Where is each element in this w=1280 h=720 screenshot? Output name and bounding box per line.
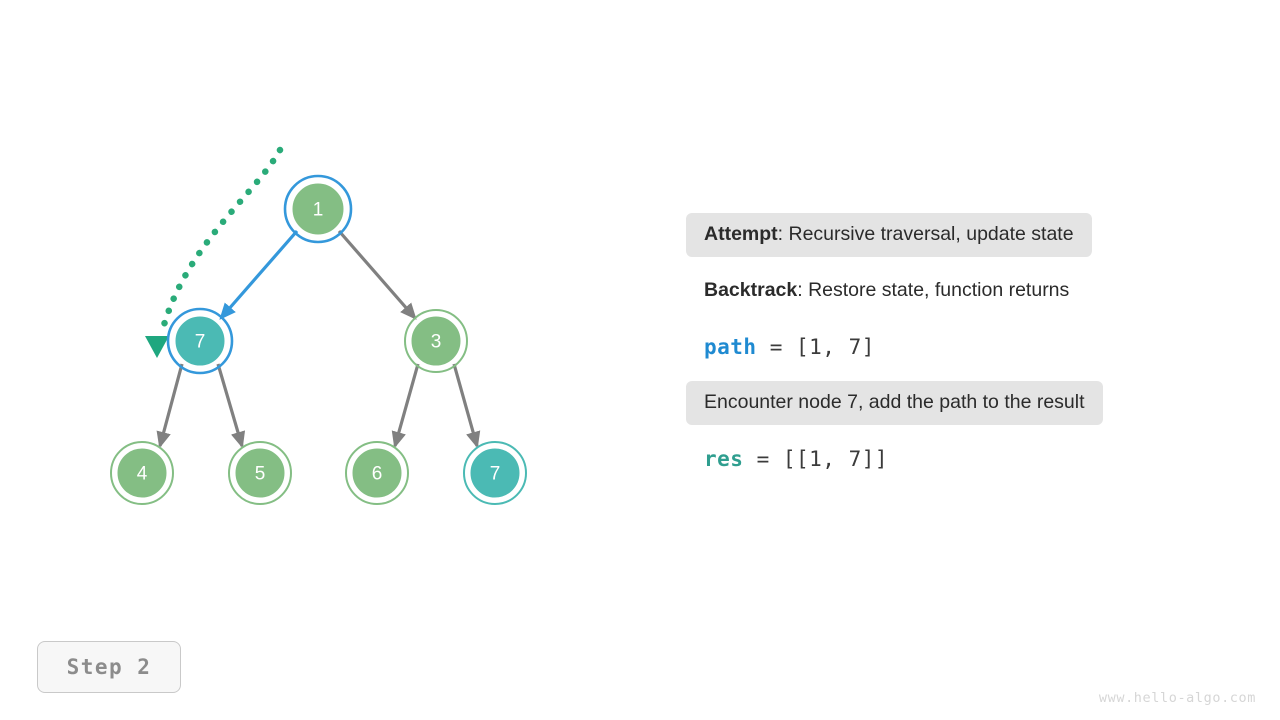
path-value: = [1, 7] bbox=[756, 335, 875, 359]
edge-3-to-7 bbox=[452, 363, 481, 449]
res-value: = [[1, 7]] bbox=[743, 447, 889, 471]
node-3-label: 3 bbox=[431, 332, 442, 353]
code-row-res: res = [[1, 7]] bbox=[686, 437, 1206, 481]
node-1-label: 1 bbox=[313, 200, 324, 221]
node-5-fill bbox=[232, 445, 288, 501]
node-1-active-ring bbox=[283, 174, 353, 244]
node-7-right-ring bbox=[463, 441, 527, 505]
tree-edges bbox=[156, 229, 481, 449]
backtrack-description: : Restore state, function returns bbox=[797, 279, 1070, 302]
node-4-ring bbox=[110, 441, 174, 505]
node-4-label: 4 bbox=[137, 464, 148, 485]
node-5-label: 5 bbox=[255, 464, 266, 485]
backtrack-text: Backtrack: Restore state, function retur… bbox=[704, 281, 1069, 301]
node-5-ring bbox=[228, 441, 292, 505]
code-row-path: path = [1, 7] bbox=[686, 325, 1206, 369]
node-6-label: 6 bbox=[372, 464, 383, 485]
attempt-label: Attempt bbox=[704, 223, 778, 246]
recursion-trail-dotted bbox=[158, 146, 284, 336]
res-variable-name: res bbox=[704, 447, 744, 471]
attempt-description: : Recursive traversal, update state bbox=[777, 223, 1074, 246]
explanation-panel: Attempt: Recursive traversal, update sta… bbox=[686, 213, 1206, 493]
edge-1-to-3 bbox=[337, 229, 417, 320]
node-3-fill bbox=[408, 313, 464, 369]
explain-row-backtrack: Backtrack: Restore state, function retur… bbox=[686, 269, 1087, 313]
node-7-left-fill bbox=[172, 313, 228, 369]
current-position-triangle-icon bbox=[145, 336, 169, 358]
node-6-ring bbox=[345, 441, 409, 505]
node-7-left-label: 7 bbox=[195, 332, 206, 353]
node-6-fill bbox=[349, 445, 405, 501]
tree-svg-canvas: 1 7 3 4 bbox=[110, 146, 527, 505]
tree-node-3[interactable]: 3 bbox=[404, 309, 468, 373]
binary-tree-diagram: 1 7 3 4 bbox=[110, 146, 527, 505]
tree-nodes: 1 7 3 4 bbox=[110, 174, 527, 505]
node-3-ring bbox=[404, 309, 468, 373]
site-watermark: www.hello-algo.com bbox=[1098, 690, 1256, 706]
explain-row-encounter: Encounter node 7, add the path to the re… bbox=[686, 381, 1103, 425]
edge-1-to-7 bbox=[219, 229, 299, 320]
node-7-right-label: 7 bbox=[490, 464, 501, 485]
encounter-text: Encounter node 7, add the path to the re… bbox=[704, 391, 1085, 414]
tree-node-1[interactable]: 1 bbox=[283, 174, 353, 244]
step-badge: Step 2 bbox=[37, 641, 181, 693]
tree-node-7-right[interactable]: 7 bbox=[463, 441, 527, 505]
tree-node-7-left[interactable]: 7 bbox=[166, 307, 234, 375]
backtrack-label: Backtrack bbox=[704, 279, 798, 302]
explain-row-attempt: Attempt: Recursive traversal, update sta… bbox=[686, 213, 1092, 257]
attempt-text: Attempt: Recursive traversal, update sta… bbox=[704, 225, 1074, 245]
node-7-right-fill bbox=[467, 445, 523, 501]
node-4-fill bbox=[114, 445, 170, 501]
edge-7-to-5 bbox=[216, 363, 246, 449]
edge-3-to-6 bbox=[391, 363, 420, 449]
edge-7-to-4 bbox=[156, 363, 184, 449]
tree-node-5[interactable]: 5 bbox=[228, 441, 292, 505]
tree-node-6[interactable]: 6 bbox=[345, 441, 409, 505]
path-variable-name: path bbox=[704, 335, 757, 359]
tree-node-4[interactable]: 4 bbox=[110, 441, 174, 505]
step-badge-label: Step 2 bbox=[66, 655, 152, 679]
node-1-fill bbox=[289, 180, 347, 238]
node-7-left-active-ring bbox=[166, 307, 234, 375]
